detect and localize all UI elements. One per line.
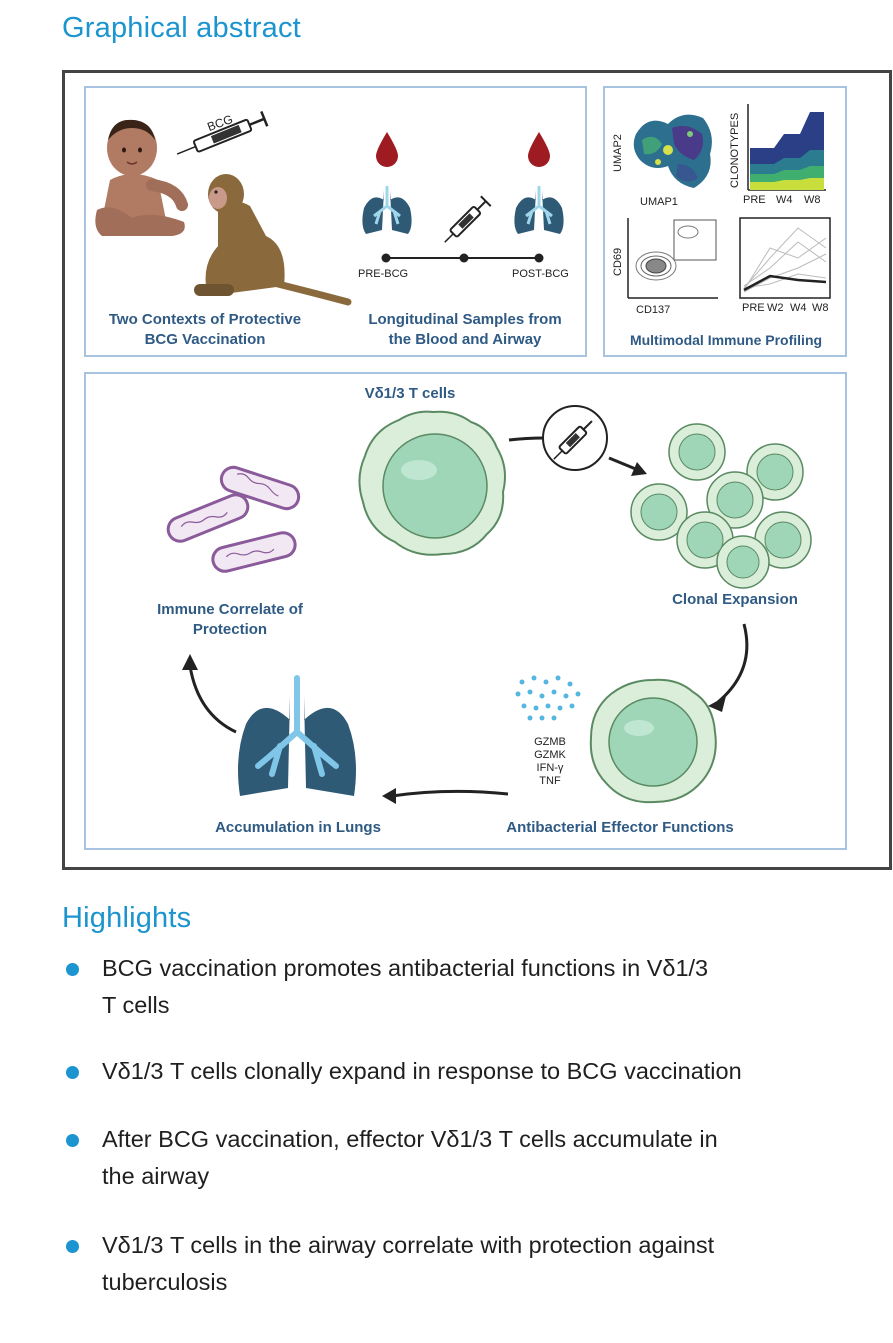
macaque-illustration	[194, 174, 352, 306]
cytokine-ifng: IFN-γ	[536, 762, 564, 774]
highlight-1-line2: T cells	[102, 992, 170, 1018]
caption-longitudinal: Longitudinal Samples from the Blood and …	[340, 310, 590, 350]
highlight-bullet	[66, 963, 79, 976]
syringe-icon	[444, 195, 492, 243]
umap-y-label: UMAP2	[612, 134, 624, 172]
highlight-item-3: After BCG vaccination, effector Vδ1/3 T …	[102, 1121, 872, 1195]
highlight-item-4: Vδ1/3 T cells in the airway correlate wi…	[102, 1227, 872, 1301]
highlight-4-line1: Vδ1/3 T cells in the airway correlate wi…	[102, 1232, 715, 1258]
curved-arrow	[382, 788, 509, 804]
expansion-arrow	[508, 405, 647, 476]
sampling-timeline	[381, 253, 544, 263]
bcg-syringe-icon	[176, 110, 269, 155]
effector-functions-label: Antibacterial Effector Functions	[506, 819, 734, 836]
lungs-icon	[514, 186, 564, 234]
infant-illustration	[95, 119, 188, 236]
cytokine-tnf: TNF	[539, 775, 561, 787]
line-tick-pre: PRE	[742, 302, 765, 314]
clonotypes-tick-w4: W4	[776, 194, 793, 206]
clonotypes-tick-pre: PRE	[743, 194, 766, 206]
caption-two-contexts: Two Contexts of Protective BCG Vaccinati…	[90, 310, 320, 350]
caption-two-contexts-line2: BCG Vaccination	[144, 331, 266, 348]
cells-title: Vδ1/3 T cells	[364, 385, 456, 402]
cytokine-list: GZMB GZMK IFN-γ TNF	[530, 736, 570, 788]
blood-drop-icon	[376, 132, 398, 167]
lungs-large-icon	[238, 675, 356, 796]
umap-x-label: UMAP1	[640, 196, 678, 208]
blood-drop-icon	[528, 132, 550, 167]
line-trajectory-plot	[739, 217, 831, 299]
caption-longitudinal-line1: Longitudinal Samples from	[368, 311, 562, 328]
mycobacteria-illustration	[166, 465, 301, 573]
highlight-bullet	[66, 1134, 79, 1147]
clonotypes-y-label: CLONOTYPES	[729, 112, 741, 188]
highlight-bullet	[66, 1240, 79, 1253]
t-cell-large	[358, 410, 506, 556]
caption-longitudinal-line2: the Blood and Airway	[388, 331, 542, 348]
clonotypes-chart	[747, 104, 826, 191]
clonal-expansion-cells	[630, 423, 812, 589]
graphical-abstract-title: Graphical abstract	[62, 12, 301, 44]
highlights-title: Highlights	[62, 902, 192, 934]
caption-multimodal: Multimodal Immune Profiling	[629, 332, 823, 348]
caption-two-contexts-line1: Two Contexts of Protective	[108, 311, 302, 328]
line-tick-w8: W8	[812, 302, 829, 314]
immune-correlate-label: Immune Correlate of Protection	[135, 600, 325, 640]
flow-x-label: CD137	[636, 304, 671, 316]
highlight-3-line2: the airway	[102, 1163, 210, 1189]
immune-correlate-line1: Immune Correlate of	[157, 601, 303, 618]
clonotypes-tick-w8: W8	[804, 194, 821, 206]
curved-arrow	[182, 654, 237, 734]
highlight-4-line2: tuberculosis	[102, 1269, 228, 1295]
accumulation-label: Accumulation in Lungs	[215, 819, 381, 836]
umap-plot	[633, 114, 712, 188]
highlight-item-1: BCG vaccination promotes antibacterial f…	[102, 950, 872, 1024]
cytokine-gzmb: GZMB	[534, 736, 566, 748]
highlight-bullet	[66, 1066, 79, 1079]
effector-t-cell	[589, 678, 717, 804]
timeline-post-label: POST-BCG	[512, 268, 569, 280]
line-tick-w2: W2	[767, 302, 784, 314]
timeline-pre-label: PRE-BCG	[358, 268, 409, 280]
curved-arrow	[708, 623, 749, 712]
cytokine-gzmk: GZMK	[534, 749, 566, 761]
line-tick-w4: W4	[790, 302, 807, 314]
flow-cytometry-plot	[627, 218, 718, 299]
cytokine-particles	[515, 675, 581, 721]
highlight-item-2: Vδ1/3 T cells clonally expand in respons…	[102, 1053, 872, 1090]
highlight-2-line1: Vδ1/3 T cells clonally expand in respons…	[102, 1058, 742, 1084]
flow-y-label: CD69	[612, 247, 624, 276]
immune-correlate-line2: Protection	[192, 621, 268, 638]
highlight-1-line1: BCG vaccination promotes antibacterial f…	[102, 955, 709, 981]
clonal-expansion-label: Clonal Expansion	[672, 591, 798, 608]
lungs-icon	[362, 186, 412, 234]
highlight-3-line1: After BCG vaccination, effector Vδ1/3 T …	[102, 1126, 718, 1152]
